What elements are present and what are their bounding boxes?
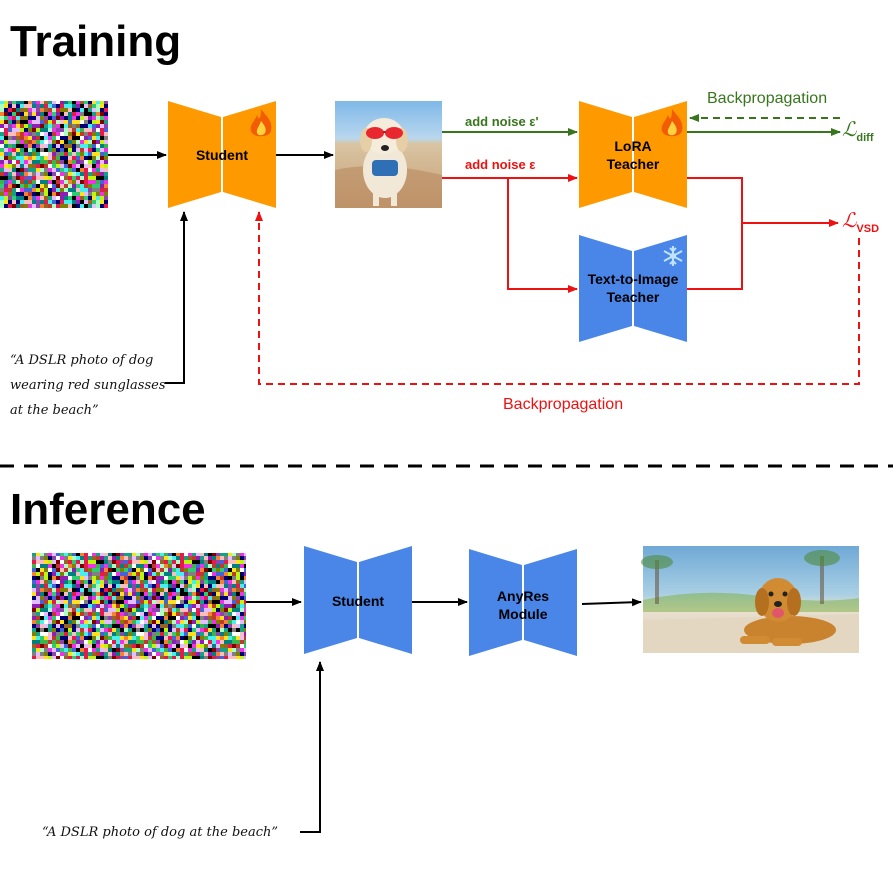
loss-diff-symbol: ℒ <box>842 117 857 141</box>
training-heading: Training <box>10 17 182 66</box>
t2i-label-line2: Teacher <box>606 289 660 305</box>
snowflake-icon <box>663 246 683 266</box>
add-noise-label: add noise ε <box>465 157 536 172</box>
add-noise-prime-label: add noise ε' <box>465 114 539 129</box>
anyres-encoder-shape <box>469 549 522 656</box>
student-inf-label: Student <box>331 593 385 609</box>
backprop-red-dashed <box>255 211 860 385</box>
anyres-label-line2: Module <box>498 606 548 622</box>
anyres-label: AnyRes Module <box>497 587 549 623</box>
arrow-prompt-to-student <box>165 211 188 384</box>
golden-retriever-beach-photo <box>641 546 859 653</box>
t2i-teacher-label: Text-to-Image Teacher <box>588 270 679 306</box>
training-prompt-line3: at the beach” <box>10 403 99 418</box>
training-prompt: “A DSLR photo of dog wearing red sunglas… <box>10 348 166 423</box>
training-prompt-line2: wearing red sunglasses <box>10 378 166 393</box>
training-prompt-line1: “A DSLR photo of dog <box>10 353 154 368</box>
student-inf-decoder-shape <box>359 546 412 654</box>
loss-vsd-sub: VSD <box>856 223 880 235</box>
loss-vsd: ℒVSD <box>842 208 879 235</box>
student-label: Student <box>195 147 249 163</box>
loss-diff: ℒdiff <box>842 117 874 144</box>
arrow-add-noise-to-t2i <box>507 178 578 293</box>
inference-heading: Inference <box>10 485 206 534</box>
vsd-bracket <box>687 177 743 290</box>
inference-prompt: “A DSLR photo of dog at the beach” <box>42 825 279 840</box>
arrow-prompt-to-student-inf <box>300 661 324 833</box>
anyres-label-line1: AnyRes <box>496 588 550 604</box>
lora-teacher-label: LoRA Teacher <box>607 137 660 173</box>
noise-image <box>0 101 108 208</box>
lora-encoder-shape <box>579 101 632 208</box>
loss-vsd-symbol: ℒ <box>842 208 857 232</box>
t2i-encoder-shape <box>579 235 632 342</box>
lora-label-line2: Teacher <box>606 156 660 172</box>
backprop-bottom-label: Backpropagation <box>503 396 624 413</box>
student-inf-encoder-shape <box>304 546 357 654</box>
lora-label-line1: LoRA <box>614 138 652 154</box>
fire-icon <box>250 109 272 137</box>
backprop-top-label: Backpropagation <box>707 90 828 107</box>
loss-diff-sub: diff <box>856 132 874 144</box>
arrow-anyres-to-output <box>581 598 642 607</box>
noise-image <box>32 553 246 659</box>
dog-sunglasses-photo <box>335 101 442 208</box>
fire-icon <box>661 109 683 137</box>
t2i-label-line1: Text-to-Image <box>587 271 679 287</box>
anyres-decoder-shape <box>524 549 577 656</box>
student-encoder-shape <box>168 101 221 208</box>
